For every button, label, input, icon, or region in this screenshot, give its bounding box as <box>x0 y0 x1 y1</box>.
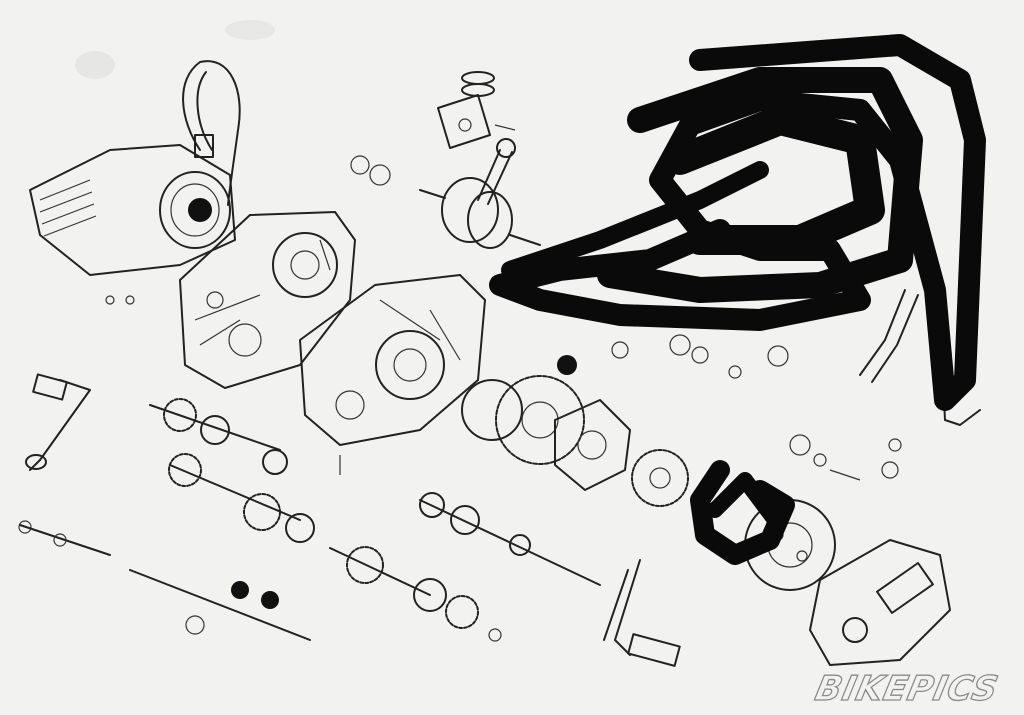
gearbox-shafts <box>18 398 601 641</box>
clutch-drum <box>554 399 631 491</box>
side-cover <box>809 539 951 666</box>
kickstart-lever <box>25 373 91 471</box>
crankshaft <box>350 155 541 249</box>
paper-smudge <box>75 51 115 79</box>
cylinder-barrel <box>29 144 236 276</box>
clutch-gear <box>461 355 585 465</box>
small-hardware <box>105 239 902 642</box>
paper-smudge <box>225 20 275 40</box>
connecting-rod <box>477 138 516 205</box>
crankcase-left-half <box>179 211 356 389</box>
gear-lever <box>603 559 681 667</box>
redaction-scribble <box>690 460 795 565</box>
bikepics-watermark-logo: BIKEPICS <box>811 668 1003 709</box>
primary-gear <box>631 449 689 507</box>
cylinder-head-redacted <box>489 34 986 411</box>
piston-and-rings <box>437 71 516 149</box>
ignition-coil-lead <box>182 60 241 206</box>
crankcase-right-half <box>299 274 486 446</box>
